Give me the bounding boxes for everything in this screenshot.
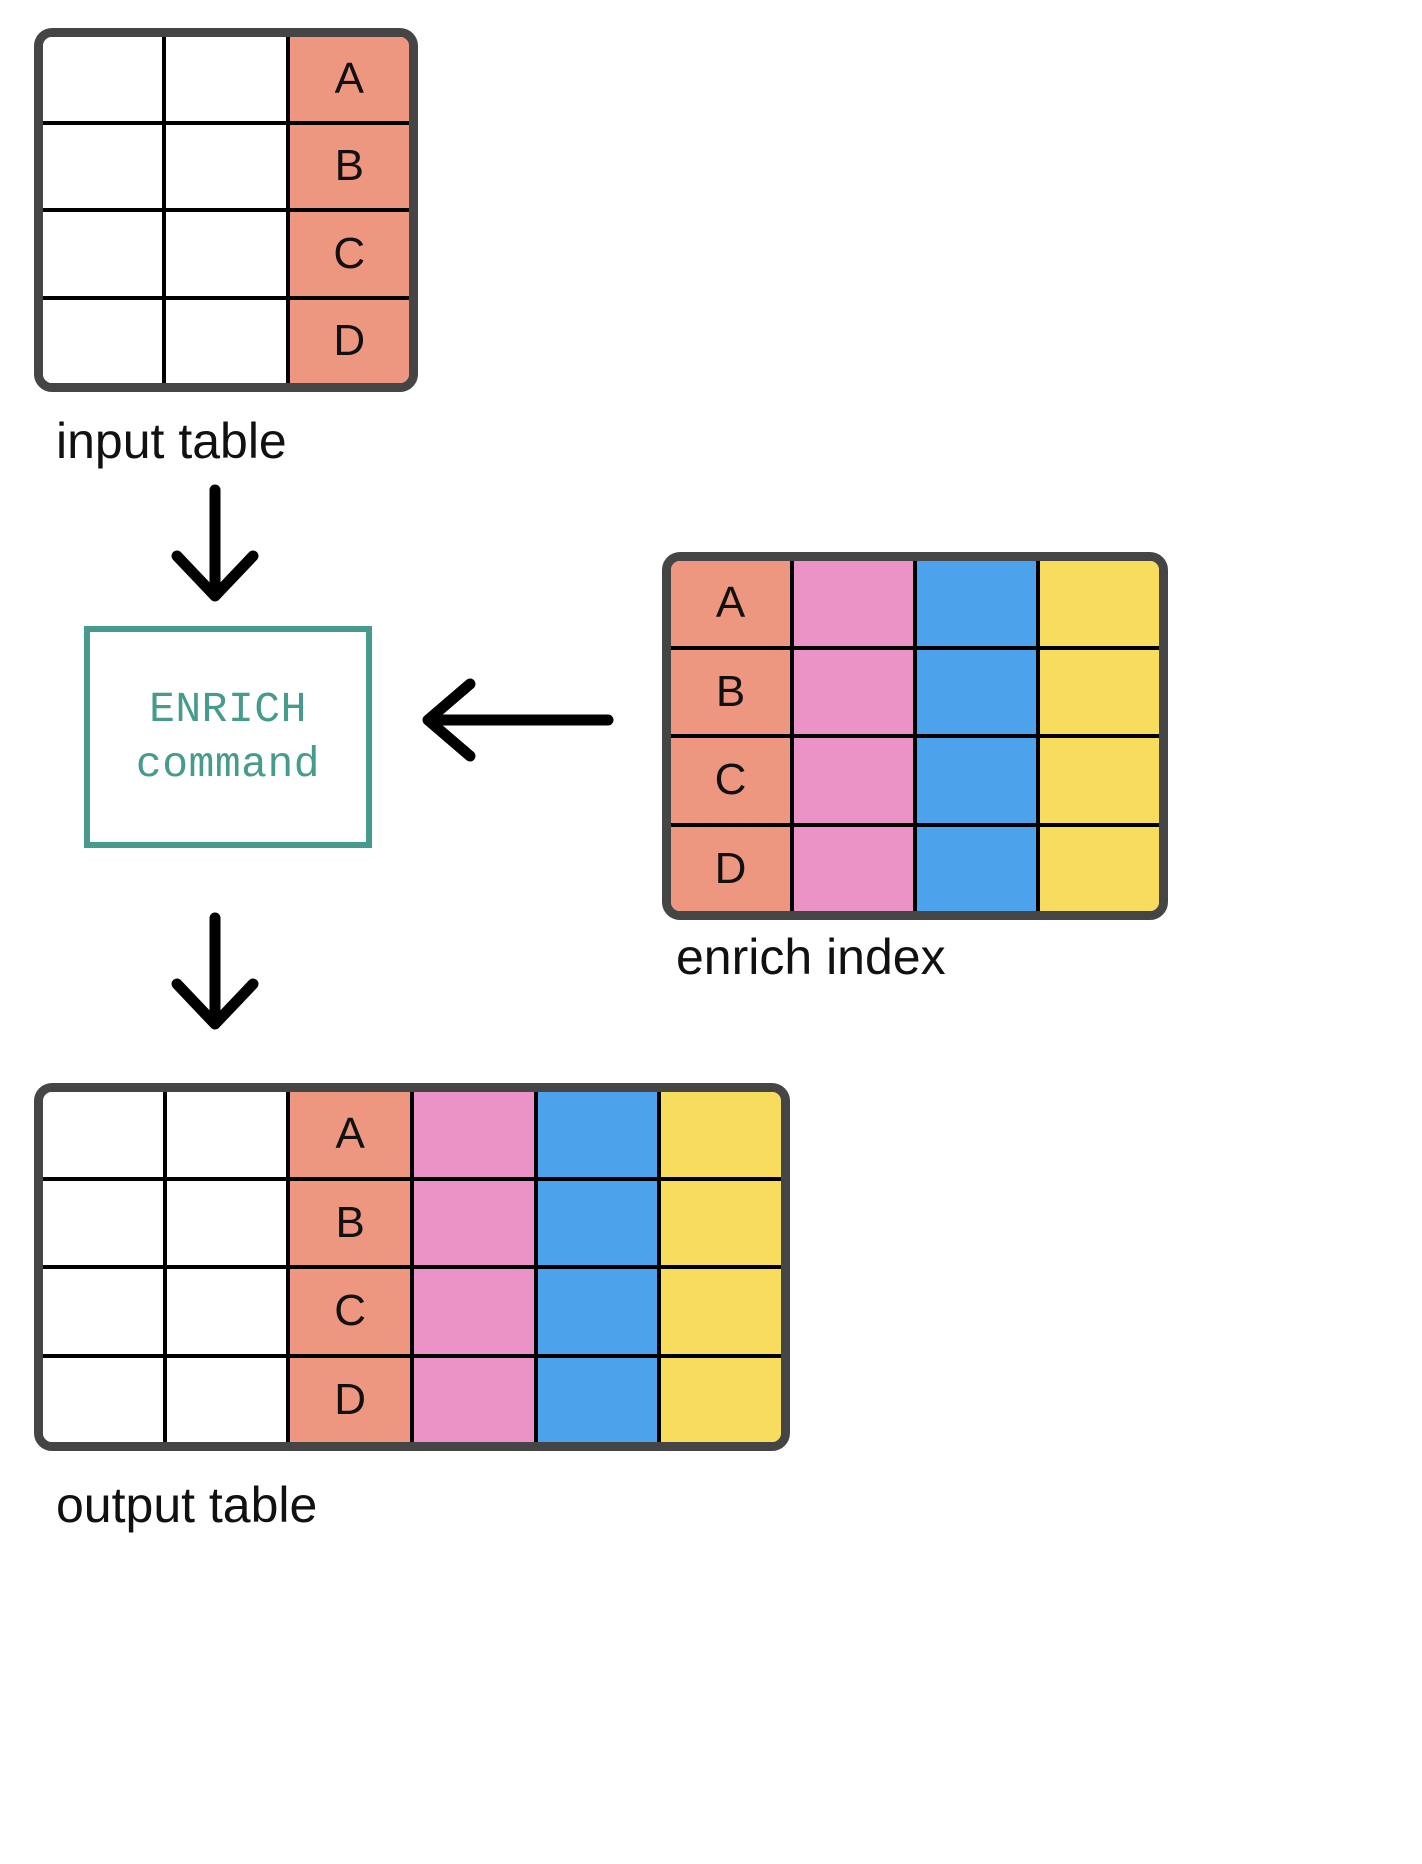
table-row: D [671,822,1159,911]
table-row: C [671,734,1159,823]
table-cell-blank [43,1180,163,1265]
table-row: D [43,1353,781,1442]
table-cell-field-yellow [657,1092,781,1177]
table-cell-blank [43,37,163,121]
table-cell-field-pink [410,1269,534,1354]
table-cell-field-pink [410,1357,534,1442]
table-cell-field-pink [790,649,913,734]
table-cell-field-blue [533,1357,658,1442]
table-cell-blank [43,212,163,296]
table-cell-blank [43,124,163,208]
table-cell-blank [162,124,286,208]
table-cell-blank [162,299,286,383]
table-cell-blank [162,1092,287,1177]
table-row: B [43,120,409,208]
table-cell-blank [43,1269,163,1354]
enrich-index-table: A B C D [662,552,1168,920]
table-row: A [671,561,1159,646]
table-cell-field-yellow [1036,738,1159,823]
table-cell-blank [162,1269,287,1354]
table-cell-blank [162,37,286,121]
table-cell-key: B [671,649,790,734]
table-cell-field-pink [410,1180,534,1265]
input-table-caption: input table [56,413,287,469]
table-cell-field-pink [410,1092,534,1177]
table-cell-blank [43,299,163,383]
output-table-caption: output table [56,1477,318,1533]
table-cell-field-blue [533,1092,658,1177]
table-cell-blank [43,1357,163,1442]
output-table: A B C D [34,1083,790,1451]
table-row: A [43,37,409,121]
table-cell-field-yellow [1036,826,1159,911]
table-cell-field-yellow [657,1357,781,1442]
table-row: D [43,295,409,383]
table-cell-field-pink [790,561,913,646]
table-cell-field-yellow [657,1180,781,1265]
table-cell-blank [43,1092,163,1177]
table-row: C [43,208,409,296]
table-cell-key: B [286,1180,411,1265]
table-row: B [43,1176,781,1265]
table-cell-blank [162,212,286,296]
table-cell-key: D [671,826,790,911]
table-cell-key: A [671,561,790,646]
command-label-line: command [135,740,321,789]
enrich-command-box[interactable]: ENRICH command [84,626,372,848]
input-table: A B C D [34,28,418,392]
table-row: C [43,1265,781,1354]
table-cell-field-blue [913,738,1036,823]
table-cell-key: D [286,1357,411,1442]
table-cell-key: C [285,212,409,296]
table-cell-field-blue [913,561,1036,646]
table-cell-field-yellow [657,1269,781,1354]
table-cell-field-pink [790,738,913,823]
table-cell-key: B [285,124,409,208]
table-cell-blank [162,1357,287,1442]
enrich-index-caption: enrich index [676,929,946,985]
command-name-line: ENRICH [149,684,307,734]
table-cell-field-blue [533,1269,658,1354]
arrow-down-command-to-output [171,912,259,1030]
table-cell-field-yellow [1036,561,1159,646]
table-row: B [671,645,1159,734]
table-cell-field-blue [913,826,1036,911]
table-cell-key: A [285,37,409,121]
table-cell-field-blue [533,1180,658,1265]
table-cell-field-blue [913,649,1036,734]
arrow-left-index-to-command [422,678,614,762]
table-cell-field-yellow [1036,649,1159,734]
table-cell-key: A [286,1092,411,1177]
table-cell-field-pink [790,826,913,911]
table-cell-key: D [285,299,409,383]
table-row: A [43,1092,781,1177]
arrow-down-input-to-command [171,484,259,602]
table-cell-key: C [671,738,790,823]
table-cell-blank [162,1180,287,1265]
table-cell-key: C [286,1269,411,1354]
